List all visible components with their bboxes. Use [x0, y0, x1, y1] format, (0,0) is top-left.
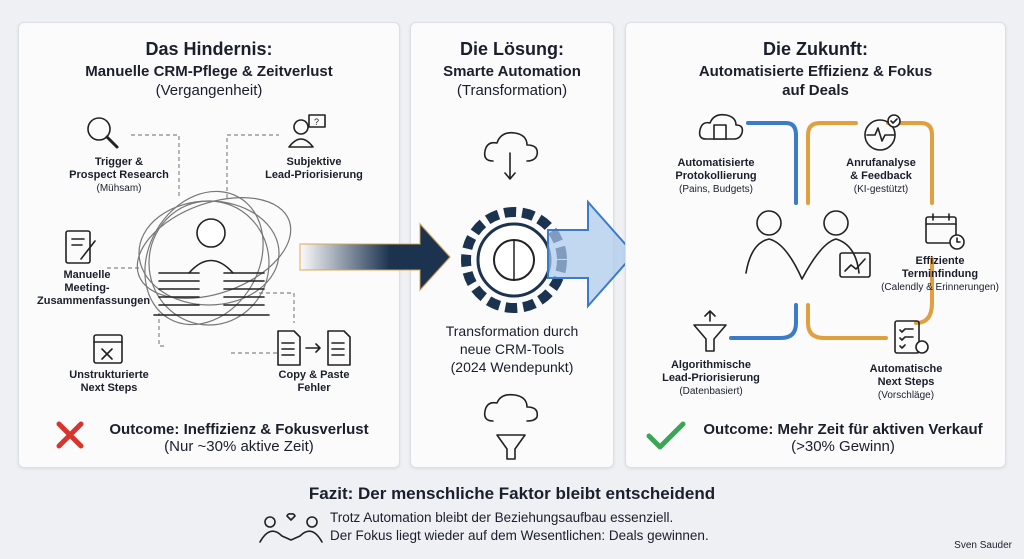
solution-text-3: (2024 Wendepunkt) — [450, 359, 574, 375]
x-mark-icon — [56, 421, 84, 449]
handshake-icon — [745, 210, 871, 280]
future-outcome: Outcome: Mehr Zeit für aktiven Verkauf — [703, 421, 983, 438]
calendar-clock-icon — [925, 213, 965, 250]
people-heart-icon — [259, 513, 323, 543]
future-title: Die Zukunft: — [763, 39, 868, 59]
obstacle-outcome: Outcome: Ineffizienz & Fokusverlust — [109, 421, 369, 438]
future-outcome-sub: (>30% Gewinn) — [791, 438, 895, 455]
item-research: Trigger &Prospect Research(Mühsam) — [69, 156, 169, 194]
notebook-pen-icon — [65, 230, 96, 264]
future-subtitle: Automatisierte Effizienz & Fokus — [698, 63, 933, 80]
cloud-funnel-icon — [483, 393, 539, 460]
future-panel: Die Zukunft: Automatisierte Effizienz & … — [625, 22, 1006, 468]
obstacle-note: (Vergangenheit) — [155, 82, 263, 99]
calendar-x-icon — [93, 334, 123, 364]
obstacle-subtitle: Manuelle CRM-Pflege & Zeitverlust — [85, 63, 333, 80]
solution-panel: Die Lösung: Smarte Automation (Transform… — [410, 22, 614, 468]
pulse-check-icon — [864, 114, 901, 151]
author-signature: Sven Sauder — [954, 540, 1012, 551]
conclusion-title: Fazit: Der menschliche Faktor bleibt ent… — [308, 484, 716, 503]
conclusion-line-2: Der Fokus liegt wieder auf dem Wesentlic… — [330, 528, 709, 543]
obstacle-outcome-sub: (Nur ~30% aktive Zeit) — [164, 438, 314, 455]
transition-arrow-dark — [299, 222, 452, 292]
workflow-paths — [729, 121, 934, 340]
solution-text-2: neue CRM-Tools — [459, 341, 565, 357]
solution-title: Die Lösung: — [460, 39, 564, 59]
solution-note: (Transformation) — [456, 82, 568, 99]
clipboard-gear-icon — [894, 320, 929, 354]
search-icon — [87, 117, 119, 149]
transition-arrow-blue — [547, 199, 636, 309]
user-question-icon: ? — [288, 114, 326, 148]
stressed-person-icon — [153, 218, 270, 316]
item-call-analysis: Anrufanalyse& Feedback(KI-gestützt) — [846, 157, 916, 195]
conclusion-line-1: Trotz Automation bleibt der Beziehungsau… — [330, 510, 674, 525]
solution-subtitle: Smarte Automation — [443, 63, 581, 80]
cloud-document-icon — [698, 113, 744, 140]
funnel-up-icon — [693, 310, 727, 352]
obstacle-title: Das Hindernis: — [145, 39, 273, 59]
future-subtitle-2: auf Deals — [782, 82, 849, 99]
copy-paste-icon — [277, 330, 351, 366]
tangled-lines — [136, 190, 292, 326]
cloud-download-icon — [483, 131, 539, 180]
svg-text:?: ? — [314, 117, 319, 127]
chaos-illustration — [107, 134, 295, 354]
solution-text-1: Transformation durch — [445, 323, 579, 339]
checkmark-icon — [646, 421, 686, 450]
